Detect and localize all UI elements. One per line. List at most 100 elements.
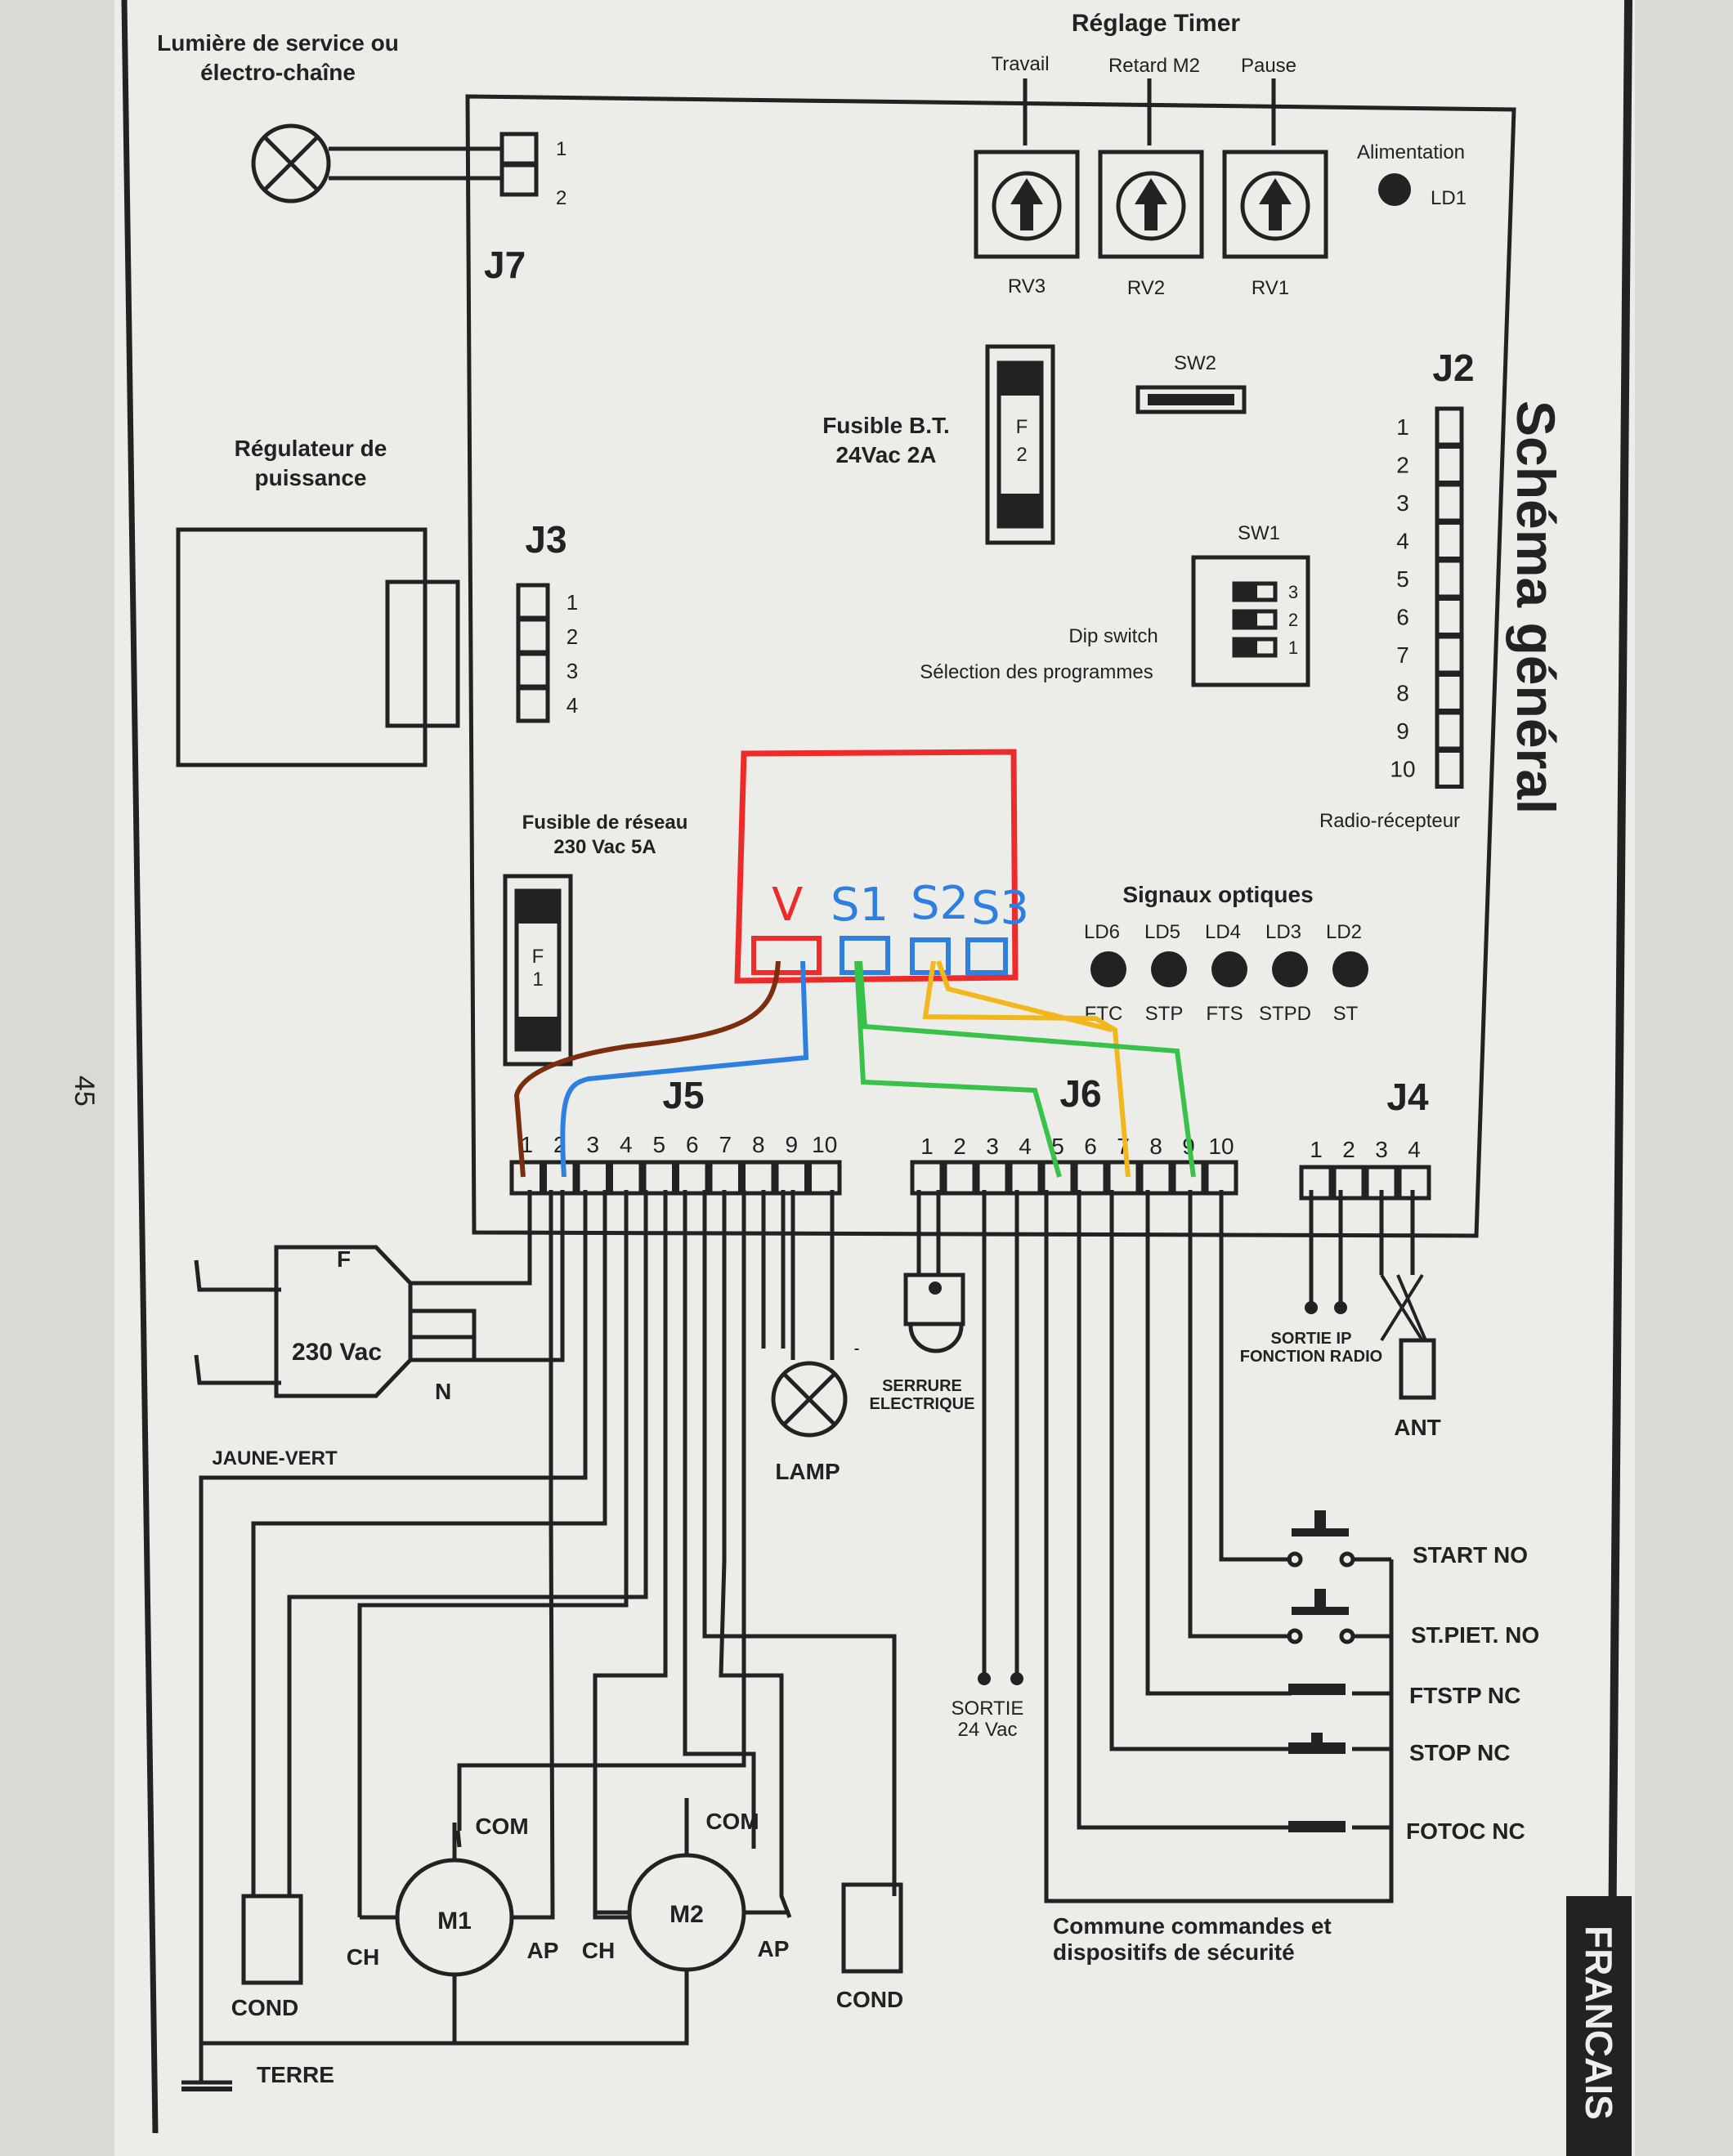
- fuse-bt-label-2: 24Vac 2A: [836, 442, 937, 467]
- j5-pin-label-7: 7: [719, 1132, 732, 1157]
- j4-pin-label-4: 4: [1408, 1137, 1421, 1162]
- led-ld4: [1211, 951, 1247, 987]
- j2-pin-label-9: 9: [1396, 718, 1409, 744]
- rv3-trimmer: [974, 150, 1080, 259]
- j6-pin-label-4: 4: [1019, 1134, 1032, 1159]
- annotation-s3-label: S3: [971, 882, 1029, 935]
- j2-pin-label-3: 3: [1396, 490, 1409, 516]
- dip-label-1: 1: [1288, 637, 1298, 658]
- rv1-label: RV1: [1252, 277, 1289, 299]
- j7-label: J7: [484, 244, 526, 286]
- fuse-2-number: 2: [1016, 444, 1027, 466]
- led-ld6: [1090, 951, 1126, 987]
- sortie-ip-label-1: SORTIE IP: [1271, 1330, 1352, 1348]
- fotoc-label: FOTOC NC: [1406, 1818, 1525, 1844]
- radio-receiver-label: Radio-récepteur: [1319, 810, 1460, 832]
- j5-label: J5: [662, 1074, 704, 1116]
- annotation-s2-label: S2: [911, 877, 969, 930]
- j7-pin-2: [499, 163, 539, 197]
- j5-pin-8: [741, 1160, 776, 1196]
- fuse-net-label-1: Fusible de réseau: [522, 812, 688, 834]
- j5-pin-2: [543, 1160, 577, 1196]
- j6-label: J6: [1059, 1072, 1101, 1115]
- fuse-1-number: 1: [532, 968, 543, 991]
- dip-label-1: Dip switch: [1068, 625, 1158, 647]
- j5-pin-10: [808, 1160, 842, 1196]
- j5-pin-5: [642, 1160, 676, 1196]
- serrure-label-1: SERRURE: [882, 1377, 962, 1395]
- fuse-bt-label-1: Fusible B.T.: [822, 413, 950, 438]
- j6-pin-label-1: 1: [920, 1134, 934, 1159]
- annotation-s1-label: S1: [831, 879, 889, 932]
- sw2-label: SW2: [1174, 352, 1216, 374]
- led-bottom-label-3: FTS: [1206, 1003, 1243, 1025]
- rv2-trimmer: [1098, 150, 1204, 259]
- j6-pin-label-10: 10: [1208, 1134, 1234, 1159]
- signaux-optiques-label: Signaux optiques: [1122, 882, 1313, 907]
- mains-voltage-label: 230 Vac: [292, 1339, 382, 1366]
- j6-pin-1: [910, 1160, 944, 1196]
- led-bottom-label-5: ST: [1333, 1003, 1359, 1025]
- schema-title: Schéma général: [1506, 400, 1566, 814]
- m1-label: M1: [437, 1908, 472, 1935]
- j5-pin-label-4: 4: [620, 1132, 633, 1157]
- led-bottom-label-2: STP: [1145, 1003, 1184, 1025]
- hand-annotation: V S1 S2 S3: [513, 749, 1196, 1178]
- j2-pin-label-7: 7: [1396, 642, 1409, 668]
- st-piet-button: [1287, 1589, 1355, 1644]
- annotation-v-label: V: [772, 879, 803, 932]
- j5-pin-label-6: 6: [686, 1132, 699, 1157]
- led-ld5: [1151, 951, 1187, 987]
- rv2-label: RV2: [1127, 277, 1165, 299]
- phase-label: F: [337, 1246, 351, 1272]
- dip-label-2: Sélection des programmes: [920, 661, 1153, 683]
- ftstp-contact: [1288, 1684, 1346, 1695]
- j2-pin-label-6: 6: [1396, 605, 1409, 630]
- m2-label: M2: [669, 1901, 704, 1928]
- ftstp-label: FTSTP NC: [1409, 1683, 1520, 1708]
- led-ld2: [1332, 951, 1368, 987]
- cond-1-label: COND: [231, 1995, 298, 2020]
- language-tab-label: FRANCAIS: [1578, 1926, 1620, 2120]
- annotation-v-terminal: [751, 936, 822, 975]
- fuse-2-letter: F: [1016, 416, 1028, 438]
- j6-pin-4: [1008, 1160, 1042, 1196]
- ld1-led: [1378, 173, 1411, 206]
- j3-pin-4: [516, 686, 550, 723]
- j6-pin-label-6: 6: [1084, 1134, 1097, 1159]
- alimentation-label: Alimentation: [1357, 141, 1465, 163]
- dip-switch-positions: 321: [1232, 581, 1298, 658]
- sortie-24-label-2: 24 Vac: [958, 1719, 1018, 1741]
- m1-ap-label: AP: [527, 1938, 559, 1963]
- led-ld3: [1272, 951, 1308, 987]
- sortie-24-label-1: SORTIE: [952, 1698, 1024, 1720]
- timer-title: Réglage Timer: [1072, 10, 1241, 37]
- j2-pin-label-5: 5: [1396, 566, 1409, 592]
- regulator-label-2: puissance: [255, 465, 367, 490]
- j2-pin-label-8: 8: [1396, 681, 1409, 706]
- j3-pin-label-1: 1: [566, 590, 578, 615]
- page-number: 45: [69, 1076, 100, 1107]
- led-top-label-1: LD6: [1084, 921, 1120, 943]
- j7-pin-2-label: 2: [556, 187, 566, 209]
- j5-pin-label-8: 8: [752, 1132, 765, 1157]
- control-board: [465, 94, 1516, 1238]
- flashing-lamp: [771, 1361, 848, 1438]
- dip-label-3: 3: [1288, 582, 1298, 602]
- rv3-label: RV3: [1008, 275, 1046, 297]
- j2-pin-label-4: 4: [1396, 529, 1409, 554]
- annotation-v-wire: [513, 960, 781, 1178]
- service-light: [251, 123, 502, 204]
- m1-com-label: COM: [475, 1814, 528, 1839]
- fuse-1: [503, 874, 573, 1067]
- j4-pin-1: [1299, 1165, 1333, 1201]
- j6-pin-8: [1139, 1160, 1173, 1196]
- timer-pause-label: Pause: [1241, 55, 1296, 77]
- fuse-1-letter: F: [532, 946, 544, 968]
- timer-retard-label: Retard M2: [1108, 55, 1200, 77]
